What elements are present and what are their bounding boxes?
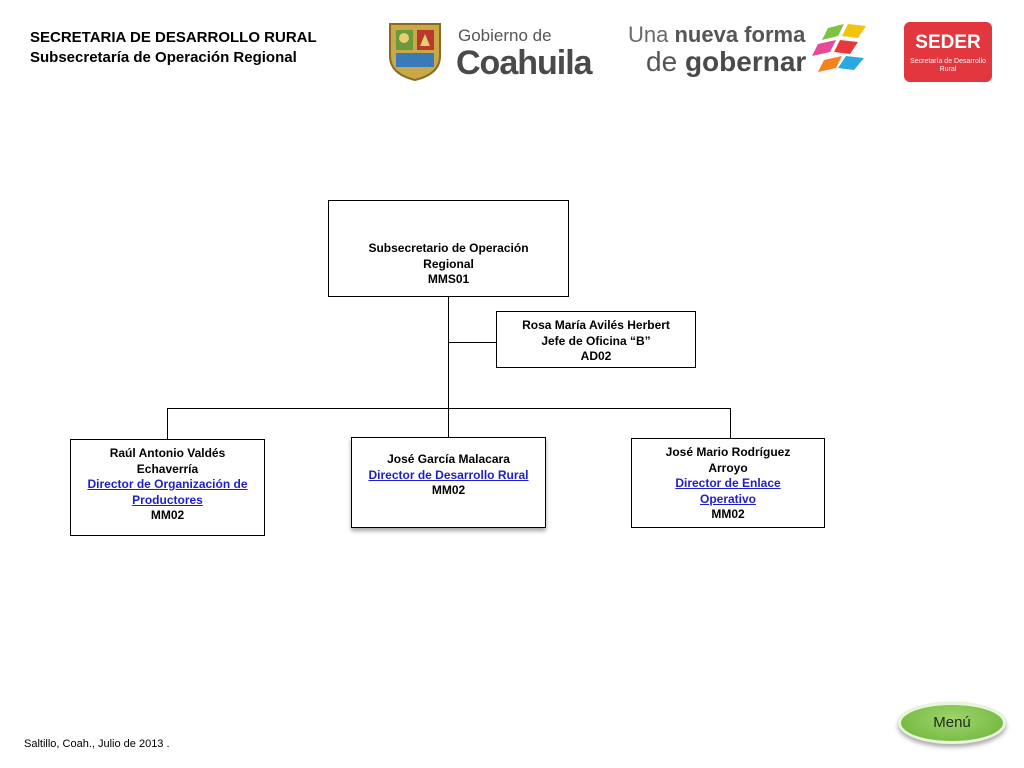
page-title: SECRETARIA DE DESARROLLO RURAL Subsecret… <box>30 28 317 68</box>
color-tiles-icon <box>812 24 866 72</box>
node-code: MM02 <box>150 508 185 522</box>
coahuila-shield-icon <box>389 23 441 82</box>
coahuila-text: Coahuila <box>456 44 593 82</box>
gobierno-coahuila-logo: Gobierno de Coahuila <box>384 20 604 84</box>
node-code: MM02 <box>431 483 466 497</box>
node-code: MMS01 <box>427 272 470 286</box>
title-line-1: SECRETARIA DE DESARROLLO RURAL <box>30 29 317 46</box>
org-node-director-enlace: José Mario Rodríguez Arroyo Director de … <box>631 438 825 528</box>
connector-right-drop <box>730 408 731 439</box>
node-role: Jefe de Oficina “B” <box>541 333 651 348</box>
director-desarrollo-link[interactable]: Director de Desarrollo Rural <box>368 467 529 482</box>
node-name-line-1: Raúl Antonio Valdés <box>109 446 226 460</box>
gobierno-de-text: Gobierno de <box>458 26 552 45</box>
una-line-2: de gobernar <box>646 46 807 77</box>
node-name-line-2: Echaverría <box>136 461 199 476</box>
footer-text: Saltillo, Coah., Julio de 2013 . <box>24 738 170 750</box>
menu-button[interactable]: Menú <box>898 702 1006 744</box>
node-name: José García Malacara <box>387 452 510 466</box>
seder-text: SEDER <box>915 32 981 53</box>
node-name-line-2: Arroyo <box>708 460 748 475</box>
node-name: Rosa María Avilés Herbert <box>522 318 670 332</box>
seder-logo: SEDER Secretaría de Desarrollo Rural <box>904 22 992 82</box>
connector-left-drop <box>167 408 168 440</box>
title-line-2: Subsecretaría de Operación Regional <box>30 49 297 66</box>
org-node-director-organizacion: Raúl Antonio Valdés Echaverría Director … <box>70 439 265 536</box>
node-code: AD02 <box>580 349 612 363</box>
node-title-line-1: Subsecretario de Operación <box>368 241 529 255</box>
una-nueva-forma-logo: Una nueva forma de gobernar <box>628 22 878 84</box>
node-name-line-1: José Mario Rodríguez <box>665 445 791 459</box>
una-line-1: Una nueva forma <box>628 22 806 47</box>
org-node-director-desarrollo: José García Malacara Director de Desarro… <box>351 437 546 528</box>
node-title-line-2: Regional <box>423 256 474 271</box>
node-code: MM02 <box>711 507 745 521</box>
connector-horizontal <box>167 408 731 409</box>
seder-subtitle: Secretaría de Desarrollo Rural <box>910 58 986 73</box>
connector-assistant <box>448 342 497 343</box>
org-node-jefe-oficina: Rosa María Avilés Herbert Jefe de Oficin… <box>496 311 696 368</box>
org-node-subsecretario: Subsecretario de Operación Regional MMS0… <box>328 200 569 297</box>
connector-top-vertical <box>448 296 449 438</box>
